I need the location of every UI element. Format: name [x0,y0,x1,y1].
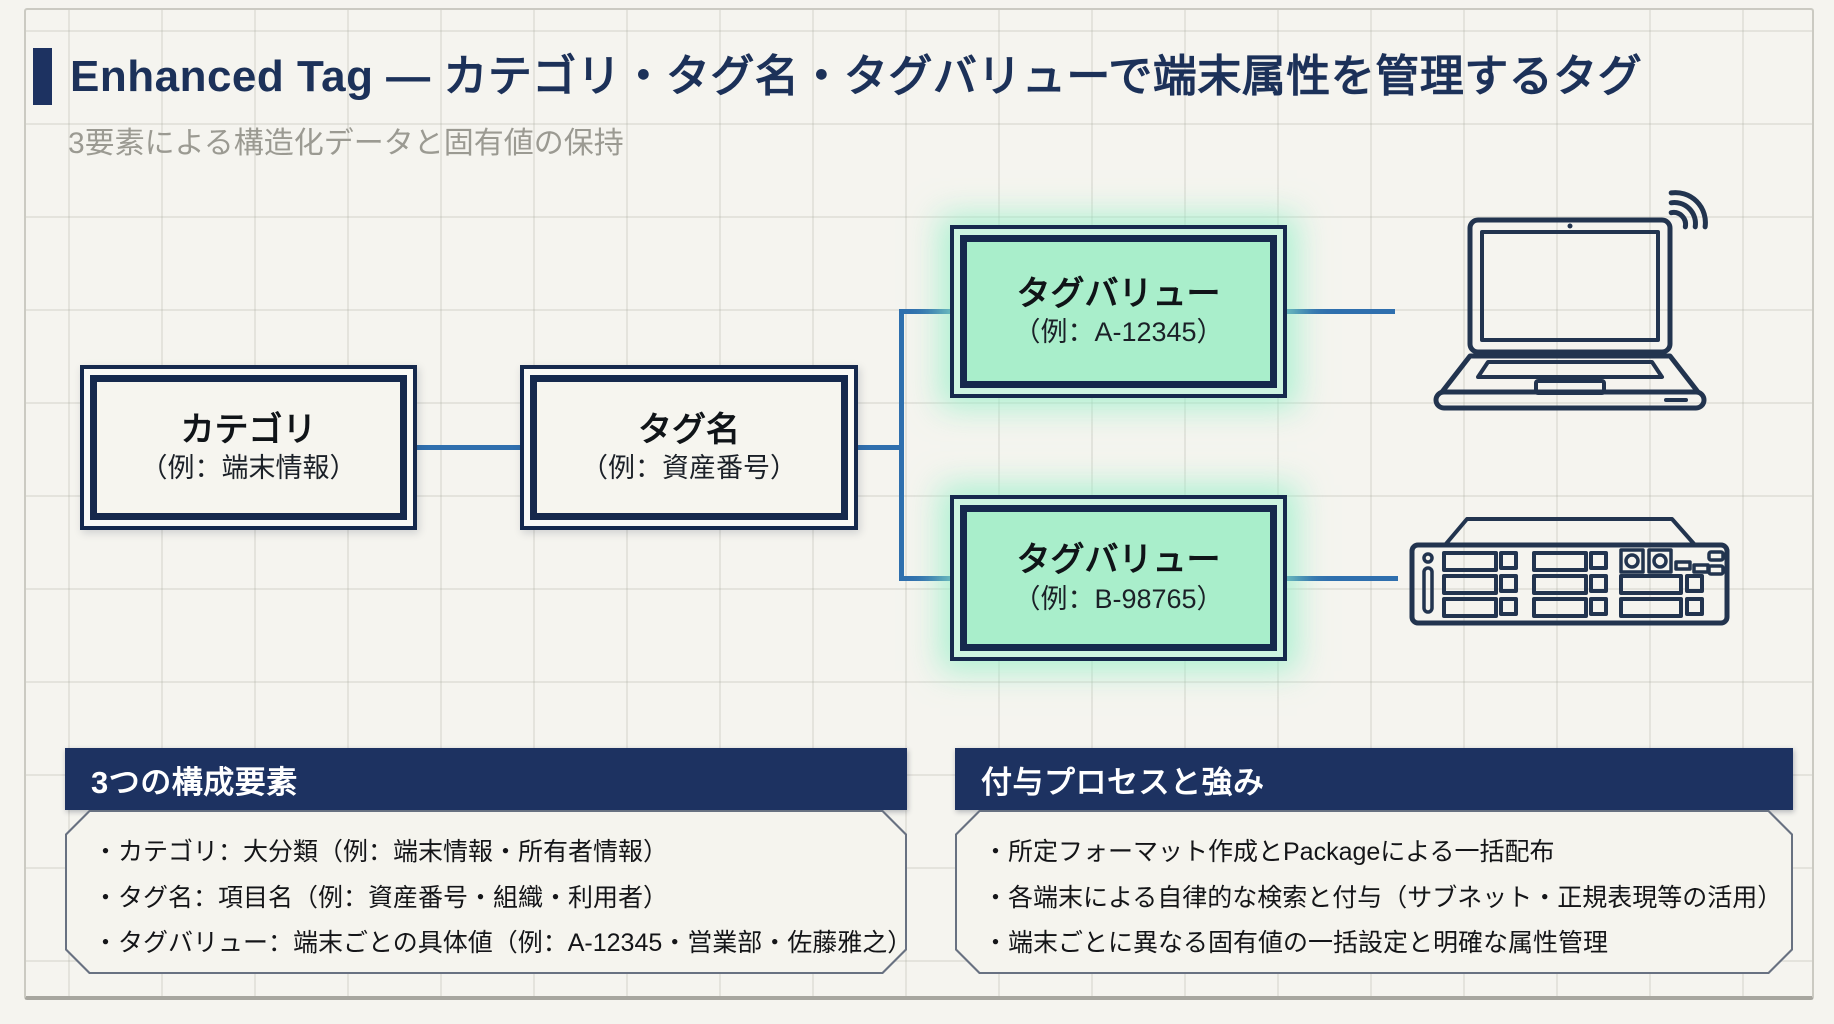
bullet-unique-values: ・端末ごとに異なる固有値の一括設定と明確な属性管理 [983,929,1609,957]
connector-valueB-server [1287,576,1398,581]
rack-server-icon [1400,500,1740,635]
node-tag-value-b-example: （例：B-98765） [1013,583,1224,614]
bullet-format-distribution: ・所定フォーマット作成とPackageによる一括配布 [983,838,1555,866]
title-accent-bar [33,48,52,105]
connector-tagname-branch [858,445,904,450]
laptop-wifi-icon [1430,190,1715,420]
panel-components-title: 3つの構成要素 [65,748,907,810]
node-tag-value-b-title: タグバリュー [1016,541,1221,580]
bullet-tag-value: ・タグバリュー：端末ごとの具体値（例：A-12345・営業部・佐藤雅之） [93,929,913,957]
node-tag-value-a: タグバリュー （例：A-12345） [950,225,1287,398]
page-title: Enhanced Tag — カテゴリ・タグ名・タグバリューで端末属性を管理する… [70,52,1643,101]
panel-process-body: ・所定フォーマット作成とPackageによる一括配布 ・各端末による自律的な検索… [955,810,1793,974]
node-category-example: （例：端末情報） [140,453,357,484]
connector-branch-vertical [899,309,904,581]
bullet-autonomous-search: ・各端末による自律的な検索と付与（サブネット・正規表現等の活用） [983,883,1783,912]
node-tag-name-example: （例：資産番号） [581,453,797,484]
node-tag-name: タグ名 （例：資産番号） [520,365,858,530]
node-category-title: カテゴリ [180,410,317,449]
connector-valueA-laptop [1287,309,1395,314]
node-tag-value-b: タグバリュー （例：B-98765） [950,495,1287,661]
node-tag-name-title: タグ名 [638,410,740,449]
connector-branch-valueA [903,309,950,314]
bullet-category: ・カテゴリ：大分類（例：端末情報・所有者情報） [93,838,669,866]
panel-process: 付与プロセスと強み ・所定フォーマット作成とPackageによる一括配布 ・各端… [955,748,1793,974]
panel-components-body: ・カテゴリ：大分類（例：端末情報・所有者情報） ・タグ名：項目名（例：資産番号・… [65,810,907,974]
connector-category-tagname [417,445,520,450]
bullet-tag-name: ・タグ名：項目名（例：資産番号・組織・利用者） [93,883,669,912]
node-category: カテゴリ （例：端末情報） [80,365,417,530]
panel-process-title: 付与プロセスと強み [955,748,1793,810]
node-tag-value-a-title: タグバリュー [1016,274,1221,313]
panel-components: 3つの構成要素 ・カテゴリ：大分類（例：端末情報・所有者情報） ・タグ名：項目名… [65,748,907,974]
connector-branch-valueB [903,576,950,581]
node-tag-value-a-example: （例：A-12345） [1013,317,1224,348]
page-subtitle: 3要素による構造化データと固有値の保持 [68,127,624,160]
